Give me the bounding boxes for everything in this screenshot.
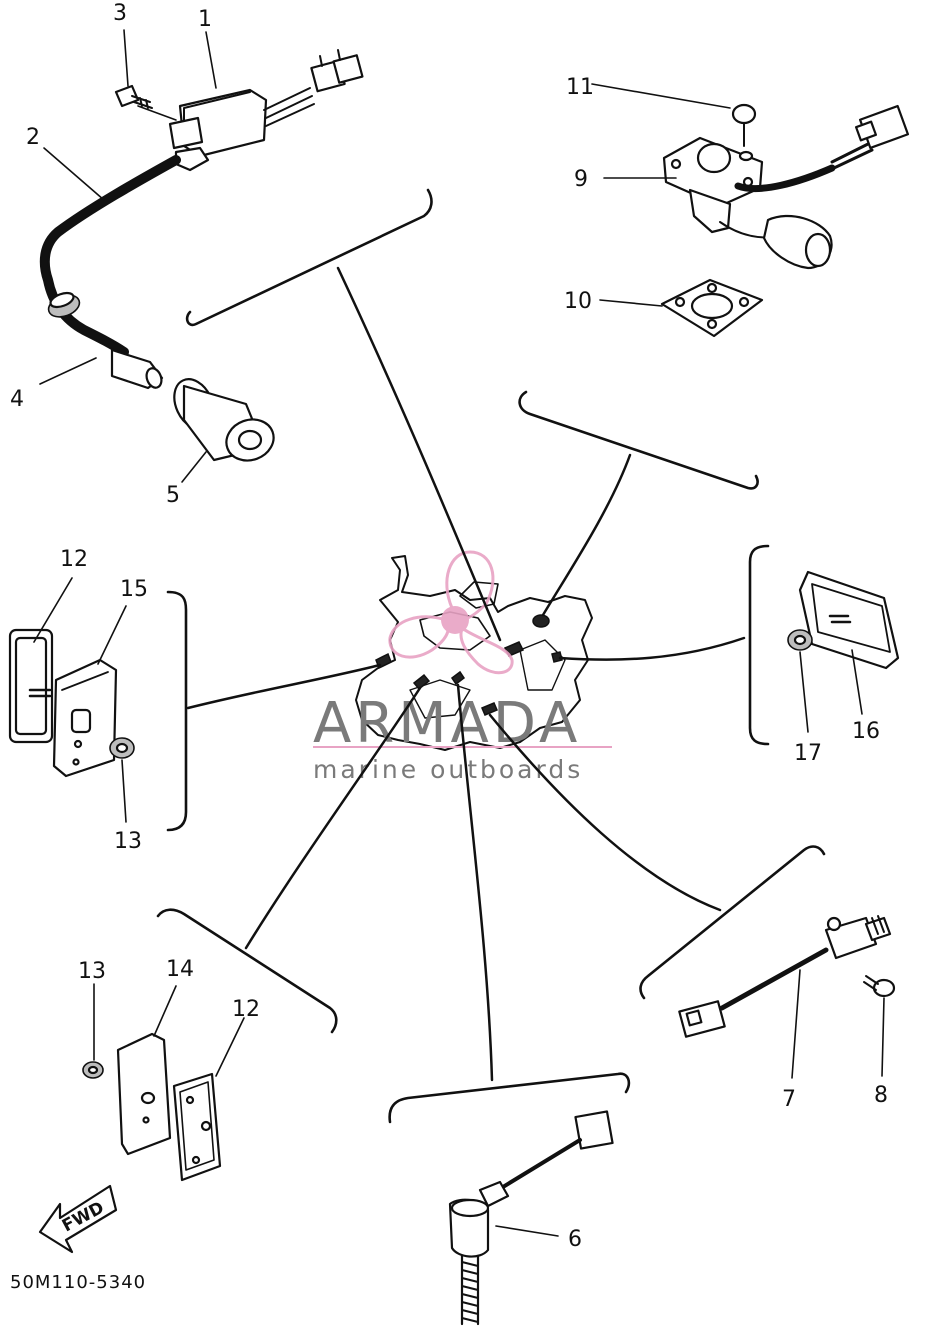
callout-9: 9 [574, 167, 588, 192]
bolt [114, 84, 153, 109]
callout-17: 17 [794, 741, 822, 766]
nut-17 [787, 629, 813, 651]
ignition-coil [168, 49, 364, 172]
callout-13-left: 13 [114, 829, 142, 854]
callout-3: 3 [113, 1, 127, 26]
armada-logo-icon [388, 550, 514, 675]
callout-11: 11 [566, 75, 594, 100]
watermark-tagline: marine outboards [313, 755, 583, 784]
plate-12-left [8, 628, 54, 744]
sensor-lead [719, 104, 910, 239]
fwd-arrow-icon [38, 1184, 118, 1254]
plate-12-bottom [172, 1072, 222, 1182]
switch-7 [678, 915, 892, 1038]
group-brackets [156, 188, 826, 1124]
sensor-6 [448, 1110, 614, 1326]
callout-6: 6 [568, 1227, 582, 1252]
callout-16: 16 [852, 719, 880, 744]
callout-5: 5 [166, 483, 180, 508]
high-tension-cord [39, 155, 181, 357]
callout-1: 1 [198, 7, 212, 32]
callout-14: 14 [166, 957, 194, 982]
callout-13-bottom: 13 [78, 959, 106, 984]
cover-15 [52, 658, 118, 778]
callout-15: 15 [120, 577, 148, 602]
spark-plug-cap [110, 348, 164, 390]
callout-2: 2 [26, 125, 40, 150]
callout-4: 4 [10, 387, 24, 412]
nut-13-left [109, 737, 135, 759]
group-leader-lines [186, 266, 746, 1082]
cover-14 [116, 1032, 172, 1156]
callout-12-bottom: 12 [232, 997, 260, 1022]
nut-11 [731, 103, 757, 162]
callout-10: 10 [564, 289, 592, 314]
sensor-bulb [762, 215, 833, 270]
plate-16 [798, 570, 900, 670]
callout-7: 7 [782, 1087, 796, 1112]
watermark-brand: ARMADA [313, 691, 581, 756]
cap-cover [173, 378, 275, 462]
callout-8: 8 [874, 1083, 888, 1108]
screw-8 [863, 975, 896, 998]
drawing-code: 50M110-5340 [10, 1272, 146, 1293]
nut-13-bottom [82, 1061, 104, 1079]
gasket-10 [660, 278, 764, 338]
callout-leaders [33, 29, 885, 1237]
callout-12-left: 12 [60, 547, 88, 572]
